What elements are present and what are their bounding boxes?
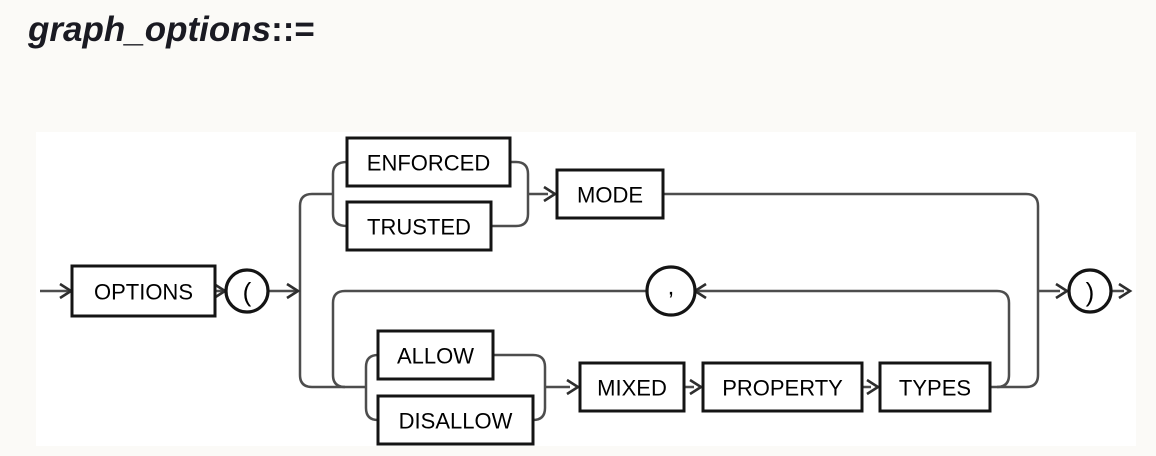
arrowhead-exit <box>1118 282 1133 300</box>
arrowhead-into-types <box>866 378 881 396</box>
node-options-box <box>70 264 217 318</box>
node-types: TYPES <box>878 361 992 413</box>
arrowhead-into-split <box>286 282 301 300</box>
terminal-open-paren-circle <box>224 268 270 314</box>
node-mixed-box <box>578 361 686 413</box>
diagram-title-operator: ::= <box>271 10 315 49</box>
node-options: OPTIONS <box>70 264 217 318</box>
arrowhead-into-close-paren <box>1055 282 1070 300</box>
arrowhead-into-mode <box>543 185 558 203</box>
node-types-box <box>878 361 992 413</box>
node-options-label: OPTIONS <box>94 280 193 305</box>
terminal-open-paren-label: ( <box>243 277 252 307</box>
node-disallow-box <box>376 394 535 446</box>
rail-loop-riser <box>996 289 1011 389</box>
terminal-comma: , <box>645 265 697 317</box>
rail-allow-disallow-merge <box>493 353 547 422</box>
terminal-close-paren-label: ) <box>1086 277 1095 307</box>
node-disallow: DISALLOW <box>376 394 535 446</box>
node-mixed-label: MIXED <box>597 376 667 401</box>
arrowhead-into-mixed <box>566 378 581 396</box>
arrowhead-into-property <box>689 378 704 396</box>
terminal-open-paren: ( <box>224 268 270 314</box>
node-mixed: MIXED <box>578 361 686 413</box>
node-mode: MODE <box>555 168 665 220</box>
rail-enforced-trusted-split <box>331 160 348 228</box>
node-property-label: PROPERTY <box>722 376 843 401</box>
terminal-comma-circle <box>645 265 697 317</box>
rail-loop-descender <box>331 289 346 389</box>
rails <box>40 160 1124 422</box>
node-trusted: TRUSTED <box>345 200 493 252</box>
node-allow-label: ALLOW <box>397 344 474 369</box>
node-allow: ALLOW <box>376 329 495 381</box>
terminal-close-paren-circle <box>1067 268 1113 314</box>
node-mode-box <box>555 168 665 220</box>
node-trusted-box <box>345 200 493 252</box>
terminal-comma-label: , <box>668 274 675 301</box>
node-mode-label: MODE <box>577 183 643 208</box>
terminal-close-paren: ) <box>1067 268 1113 314</box>
rail-allow-disallow-split <box>364 353 379 422</box>
diagram-title: graph_options::= <box>28 10 315 50</box>
node-enforced: ENFORCED <box>345 136 512 188</box>
node-allow-box <box>376 329 495 381</box>
node-enforced-box <box>345 136 512 188</box>
node-types-label: TYPES <box>899 376 971 401</box>
node-property: PROPERTY <box>701 361 864 413</box>
diagram-title-name: graph_options <box>28 10 272 49</box>
node-property-box <box>701 361 864 413</box>
node-trusted-label: TRUSTED <box>367 215 471 240</box>
node-disallow-label: DISALLOW <box>399 409 513 434</box>
node-enforced-label: ENFORCED <box>367 151 490 176</box>
rail-main-split <box>298 192 366 389</box>
